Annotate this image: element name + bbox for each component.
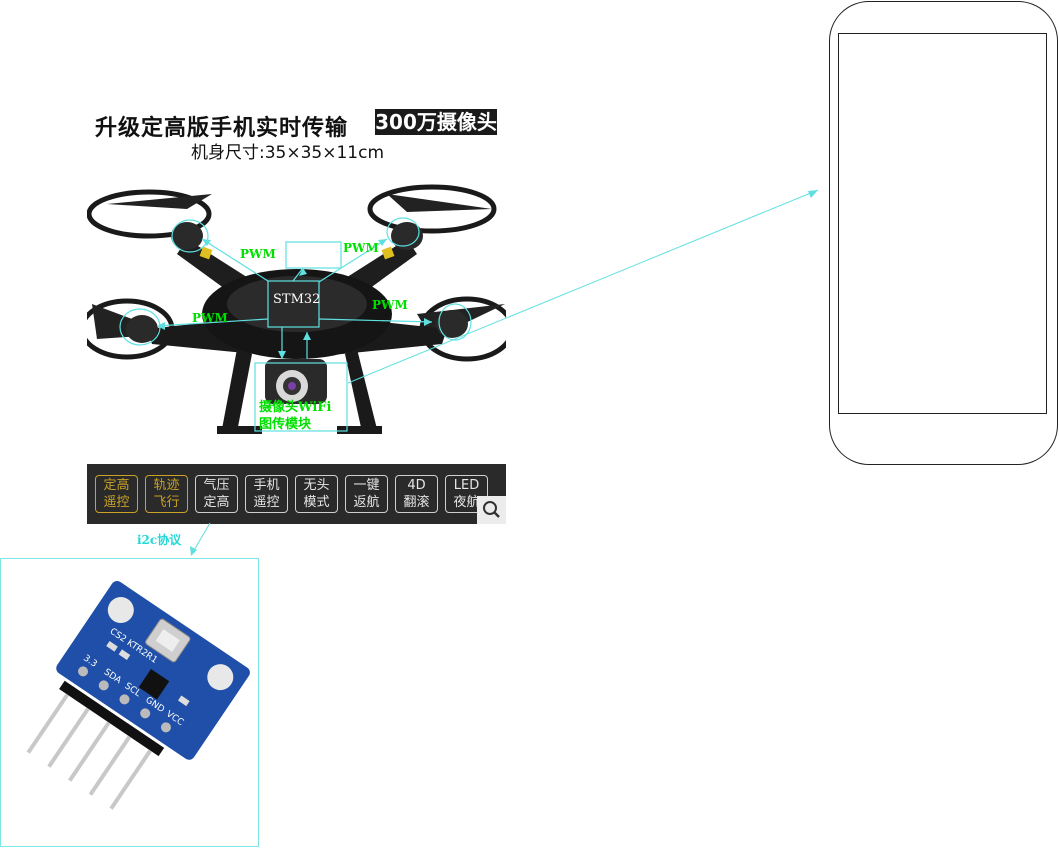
magnifier-icon	[483, 501, 500, 518]
zoom-button[interactable]	[477, 496, 506, 524]
phone-frame	[829, 1, 1058, 465]
camera-module-label-line1: 摄像头WiFi	[259, 400, 332, 415]
feature-badge: 无头模式	[295, 475, 338, 513]
feature-badge: 气压定高	[195, 475, 238, 513]
sensor-board-illustration: CS2 KTR2R1 3.3 SDA SCL GND VCC	[26, 580, 250, 810]
mpu6050-label: MPU6050	[288, 250, 349, 264]
pwm-label-rear-right: PWM	[372, 298, 408, 312]
product-size: 机身尺寸:35×35×11cm	[191, 143, 385, 163]
feature-badge: 一键返航	[345, 475, 388, 513]
pressure-sensor-image: CS2 KTR2R1 3.3 SDA SCL GND VCC	[0, 558, 259, 847]
stm32-label: STM32	[273, 292, 321, 307]
pwm-label-front-left: PWM	[240, 247, 276, 261]
i2c-protocol-label: i2c协议	[137, 533, 182, 547]
drone-product-image: 升级定高版手机实时传输 300万摄像头 机身尺寸:35×35×11cm	[87, 104, 506, 524]
feature-badge: 手机遥控	[245, 475, 288, 513]
camera-module-label-line2: 图传模块	[259, 417, 312, 432]
product-headline: 升级定高版手机实时传输	[95, 116, 349, 141]
pwm-label-rear-left: PWM	[192, 311, 228, 325]
camera-badge: 300万摄像头	[375, 109, 497, 135]
feature-badge: 定高遥控	[95, 475, 138, 513]
phone-screen	[838, 33, 1047, 414]
feature-badge: 轨迹飞行	[145, 475, 188, 513]
